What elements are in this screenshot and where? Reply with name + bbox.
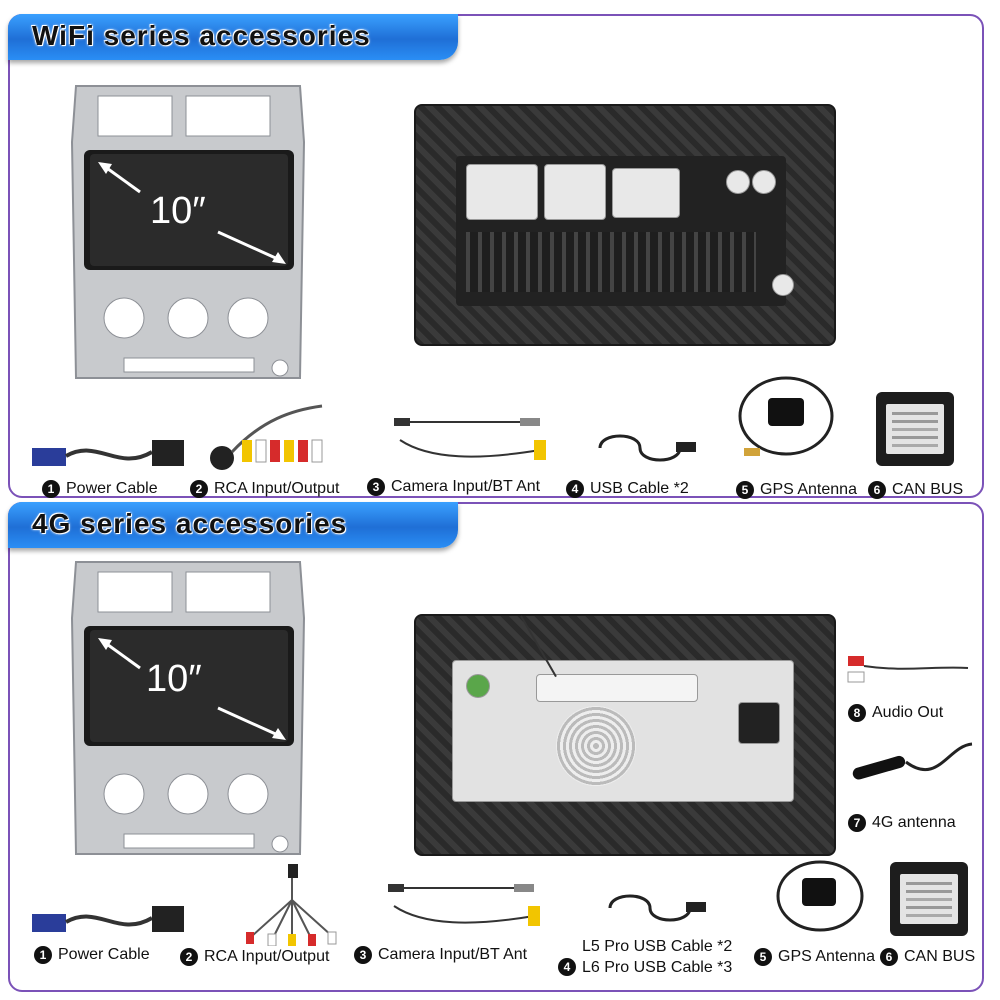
g4-acc-4-label-line2: L6 Pro USB Cable *3 <box>582 959 733 976</box>
wifi-acc-3: 3 Camera Input/BT Ant <box>367 478 540 496</box>
wifi-acc-5: 5 GPS Antenna <box>736 481 857 499</box>
g4-banner: 4G series accessories <box>8 502 458 548</box>
gps-antenna-image <box>738 376 834 456</box>
g4-acc-1-label: Power Cable <box>58 946 150 963</box>
g4-acc-8-label: Audio Out <box>872 704 944 721</box>
wifi-acc-4-num: 4 <box>566 480 584 498</box>
g4-acc-4-num: 4 <box>558 958 576 976</box>
wifi-acc-1-label: Power Cable <box>66 480 158 497</box>
can-bus-image <box>876 392 954 466</box>
wifi-acc-1: 1 Power Cable <box>42 480 158 498</box>
g4-rear-unit-image <box>414 614 836 856</box>
wifi-section: WiFi series accessories 10″ <box>8 14 984 499</box>
g4-acc-5: 5 GPS Antenna <box>754 948 875 966</box>
wifi-acc-5-num: 5 <box>736 481 754 499</box>
g4-acc-7-num: 7 <box>848 814 866 832</box>
g4-acc-2-label: RCA Input/Output <box>204 948 330 965</box>
wifi-acc-6: 6 CAN BUS <box>868 481 963 499</box>
g4-acc-7-label: 4G antenna <box>872 814 956 831</box>
g4-camera-cable-image <box>388 884 540 926</box>
g4-acc-4-label-line1: L5 Pro USB Cable *2 <box>582 938 733 955</box>
g4-acc-7: 7 4G antenna <box>848 814 956 832</box>
wifi-screen-size: 10″ <box>150 190 206 232</box>
g4-acc-2: 2 RCA Input/Output <box>180 948 329 966</box>
wifi-acc-2-num: 2 <box>190 480 208 498</box>
g4-acc-6: 6 CAN BUS <box>880 948 975 966</box>
rca-cable-image <box>210 404 323 470</box>
g4-acc-1-num: 1 <box>34 946 52 964</box>
g4-acc-5-label: GPS Antenna <box>778 948 875 965</box>
wifi-acc-1-num: 1 <box>42 480 60 498</box>
wifi-acc-4: 4 USB Cable *2 <box>566 480 689 498</box>
g4-acc-6-label: CAN BUS <box>904 948 976 965</box>
g4-usb-cable-image <box>608 894 706 922</box>
camera-cable-image <box>394 418 546 460</box>
usb-cable-image <box>598 434 696 462</box>
wifi-acc-6-num: 6 <box>868 481 886 499</box>
g4-gps-antenna-image <box>776 860 864 932</box>
wifi-acc-2: 2 RCA Input/Output <box>190 480 339 498</box>
audio-out-cable-image <box>847 656 969 683</box>
wifi-acc-3-num: 3 <box>367 478 385 496</box>
wifi-acc-6-label: CAN BUS <box>892 481 964 498</box>
wifi-acc-5-label: GPS Antenna <box>760 481 857 498</box>
dash-frame-image <box>70 85 306 379</box>
g4-acc-3-label: Camera Input/BT Ant <box>378 946 528 963</box>
g4-acc-6-num: 6 <box>880 948 898 966</box>
g4-dash-frame-image <box>70 561 306 855</box>
g4-acc-5-num: 5 <box>754 948 772 966</box>
power-cable-image <box>32 440 184 466</box>
g4-acc-8-num: 8 <box>848 704 866 722</box>
g4-acc-3: 3 Camera Input/BT Ant <box>354 946 527 964</box>
wifi-title: WiFi series accessories <box>32 20 371 51</box>
wifi-acc-2-label: RCA Input/Output <box>214 480 340 497</box>
g4-power-cable-image <box>32 906 184 932</box>
g4-section: 4G series accessories 10″ 8 Audio Out <box>8 502 984 992</box>
g4-antenna-image <box>852 742 973 780</box>
wifi-acc-4-label: USB Cable *2 <box>590 480 689 497</box>
g4-acc-3-num: 3 <box>354 946 372 964</box>
wifi-banner: WiFi series accessories <box>8 14 458 60</box>
g4-acc-2-num: 2 <box>180 948 198 966</box>
wifi-acc-3-label: Camera Input/BT Ant <box>391 478 541 495</box>
g4-can-bus-image <box>890 862 968 936</box>
g4-acc-1: 1 Power Cable <box>34 946 150 964</box>
g4-rca-cable-image <box>246 864 337 946</box>
wifi-rear-unit-image <box>414 104 836 346</box>
g4-acc-8: 8 Audio Out <box>848 704 943 722</box>
g4-title: 4G series accessories <box>32 508 348 539</box>
g4-screen-size: 10″ <box>146 658 202 700</box>
